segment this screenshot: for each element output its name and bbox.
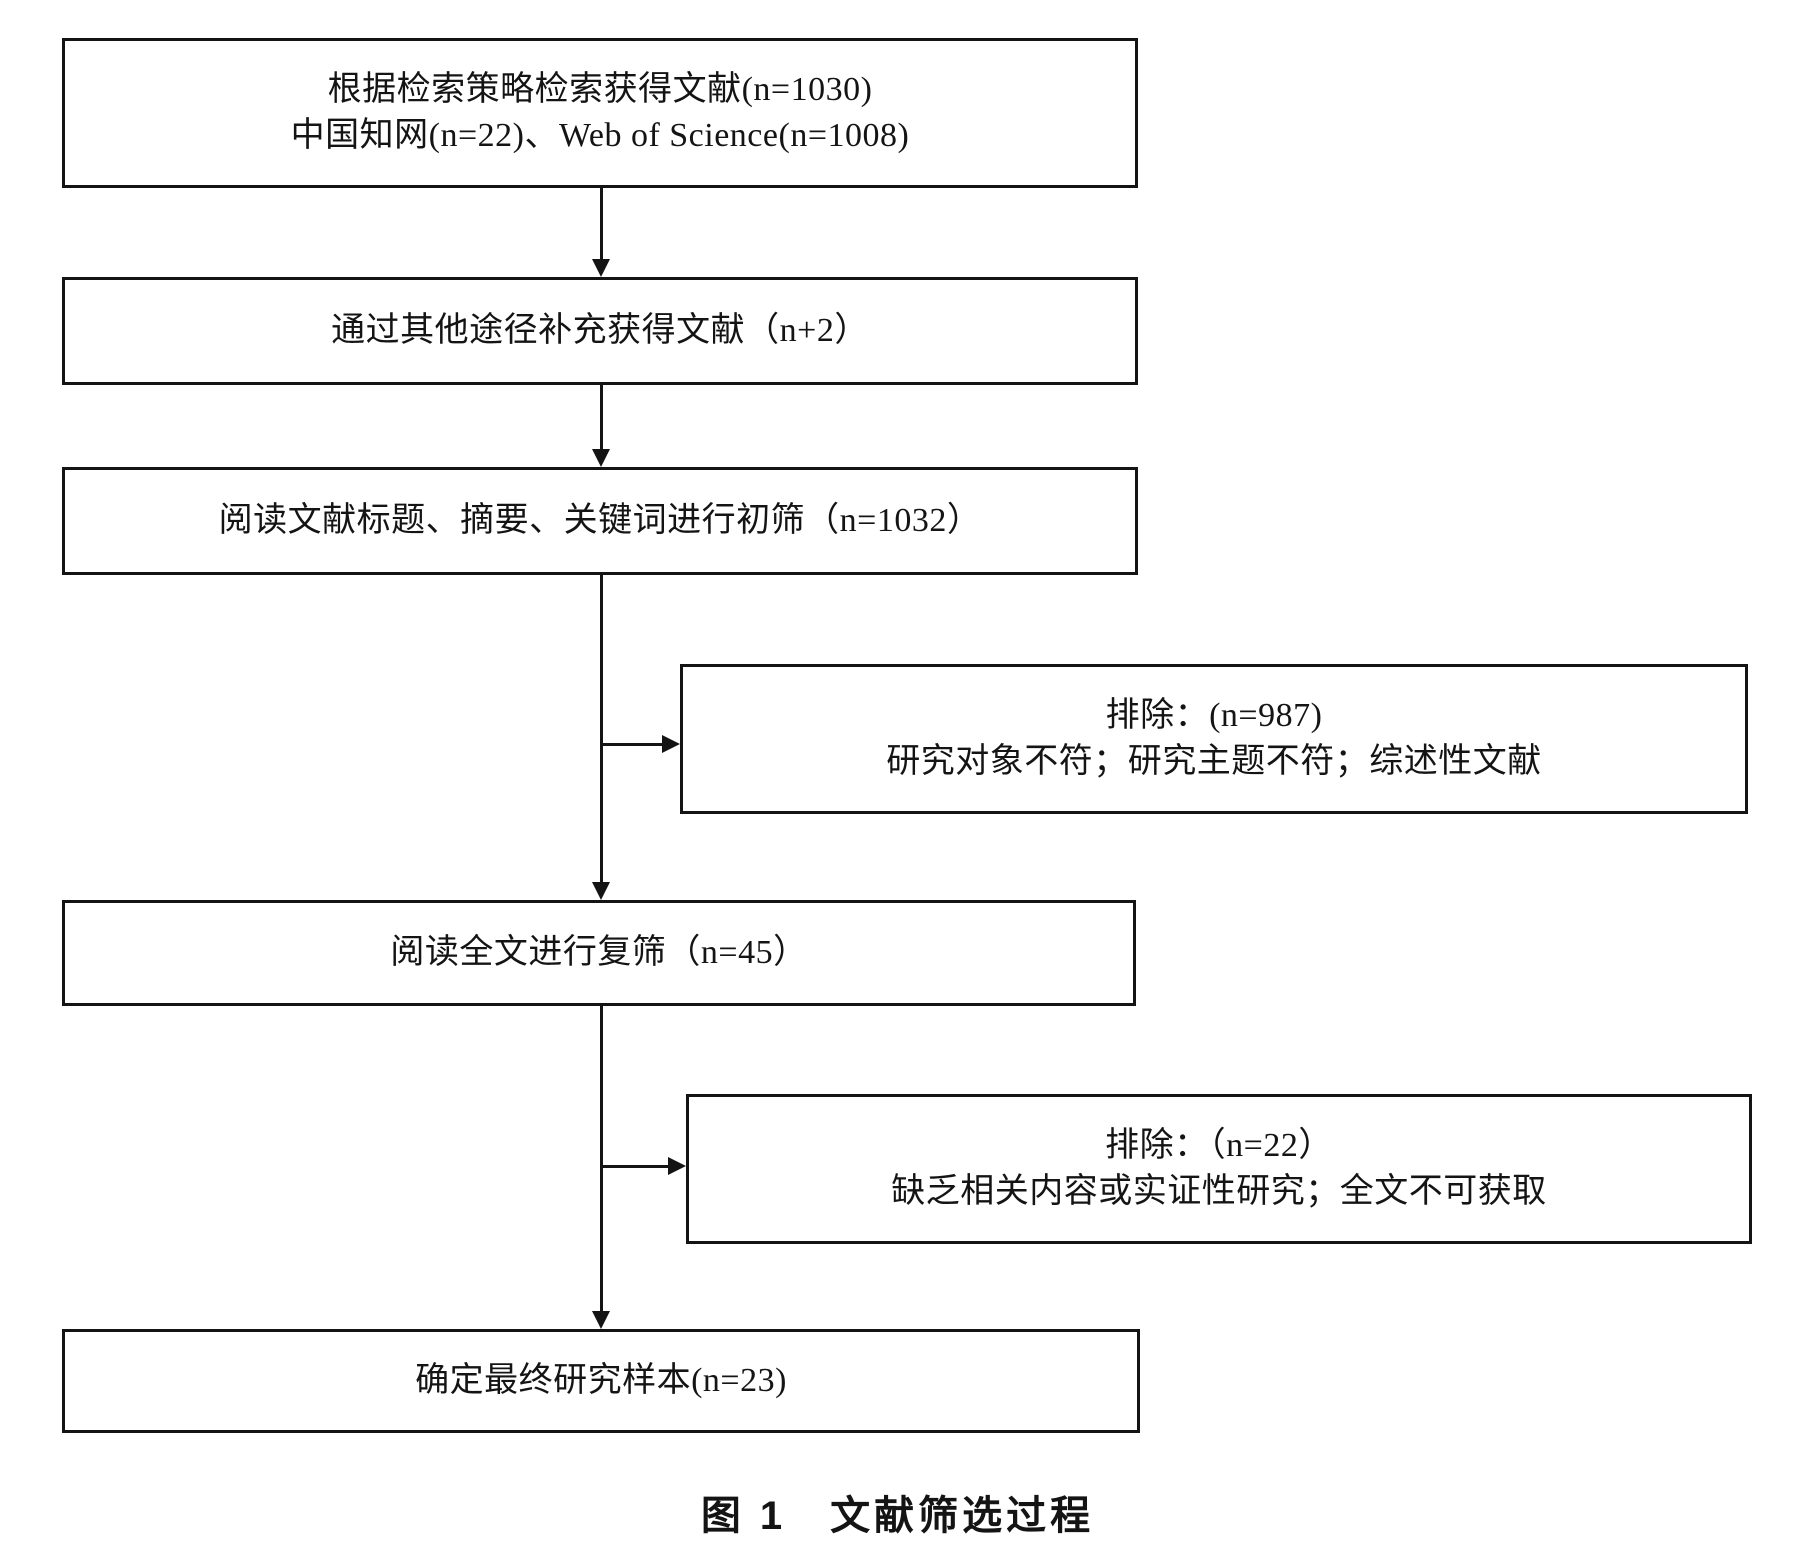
box-final-sample-line-1: 确定最终研究样本(n=23) bbox=[415, 1362, 787, 1399]
box-exclusion-fulltext-line-2: 缺乏相关内容或实证性研究；全文不可获取 bbox=[891, 1173, 1547, 1210]
box-exclusion-fulltext-line-1: 排除：（n=22） bbox=[1105, 1127, 1333, 1164]
box-initial-screening-line-1: 阅读文献标题、摘要、关键词进行初筛（n=1032） bbox=[218, 502, 982, 539]
box-exclusion-initial: 排除：(n=987) 研究对象不符；研究主题不符；综述性文献 bbox=[680, 664, 1748, 814]
figure-caption: 图 1 文献筛选过程 bbox=[700, 1494, 1095, 1538]
box-search-results: 根据检索策略检索获得文献(n=1030) 中国知网(n=22)、Web of S… bbox=[62, 38, 1138, 188]
box-search-line-1: 根据检索策略检索获得文献(n=1030) bbox=[327, 71, 873, 108]
arrow-down-icon bbox=[592, 1311, 610, 1329]
box-fulltext-screening: 阅读全文进行复筛（n=45） bbox=[62, 900, 1136, 1006]
connector-fulltext-to-final bbox=[600, 1006, 603, 1314]
box-initial-screening: 阅读文献标题、摘要、关键词进行初筛（n=1032） bbox=[62, 467, 1138, 575]
arrow-down-icon bbox=[592, 882, 610, 900]
connector-branch-exclude-fulltext bbox=[601, 1165, 669, 1168]
arrow-down-icon bbox=[592, 259, 610, 277]
box-search-line-2: 中国知网(n=22)、Web of Science(n=1008) bbox=[290, 117, 910, 154]
connector-search-to-supplement bbox=[600, 188, 603, 264]
connector-initial-to-fulltext bbox=[600, 575, 603, 885]
box-final-sample: 确定最终研究样本(n=23) bbox=[62, 1329, 1140, 1433]
arrow-down-icon bbox=[592, 449, 610, 467]
arrow-right-icon bbox=[668, 1157, 686, 1175]
box-fulltext-screening-line-1: 阅读全文进行复筛（n=45） bbox=[390, 934, 808, 971]
box-exclusion-initial-line-1: 排除：(n=987) bbox=[1105, 697, 1323, 734]
box-exclusion-fulltext: 排除：（n=22） 缺乏相关内容或实证性研究；全文不可获取 bbox=[686, 1094, 1752, 1244]
connector-supplement-to-initial bbox=[600, 385, 603, 451]
connector-branch-exclude-initial bbox=[601, 743, 664, 746]
box-supplement-sources: 通过其他途径补充获得文献（n+2） bbox=[62, 277, 1138, 385]
box-supplement-line-1: 通过其他途径补充获得文献（n+2） bbox=[331, 312, 869, 349]
arrow-right-icon bbox=[662, 735, 680, 753]
box-exclusion-initial-line-2: 研究对象不符；研究主题不符；综述性文献 bbox=[886, 743, 1542, 780]
